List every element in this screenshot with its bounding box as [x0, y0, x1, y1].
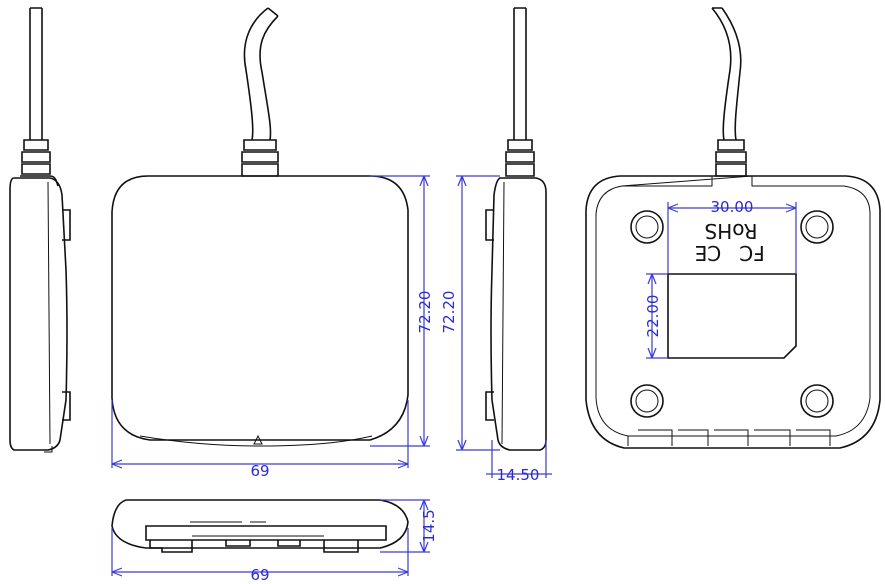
bottom-width-label: 69	[250, 566, 269, 584]
back-view: RoHS FC CE	[585, 7, 881, 449]
right-side-view	[485, 7, 547, 451]
side-depth-dimension: 14.50	[486, 440, 552, 484]
side-height-label: 72.20	[440, 291, 458, 334]
label-height-dimension: 22.00	[644, 273, 668, 359]
label-width-label: 30.00	[711, 198, 754, 216]
bottom-width-dimension: 69	[111, 528, 409, 584]
label-width-dimension: 30.00	[667, 198, 797, 274]
left-side-view	[9, 7, 71, 453]
label-height-label: 22.00	[644, 295, 662, 338]
bottom-thickness-dimension: 14.5	[380, 499, 438, 553]
front-height-label: 72.20	[416, 291, 434, 334]
bottom-view	[111, 499, 409, 553]
front-view	[111, 7, 409, 447]
ce-mark: CE	[695, 241, 722, 265]
fc-mark: FC	[739, 241, 764, 265]
side-depth-label: 14.50	[497, 466, 540, 484]
bottom-thickness-label: 14.5	[420, 509, 438, 542]
front-height-dimension: 72.20	[370, 175, 434, 447]
front-width-dimension: 69	[111, 400, 409, 480]
front-width-label: 69	[250, 462, 269, 480]
rohs-mark: RoHS	[705, 219, 758, 243]
side-height-dimension: 72.20	[440, 175, 500, 451]
